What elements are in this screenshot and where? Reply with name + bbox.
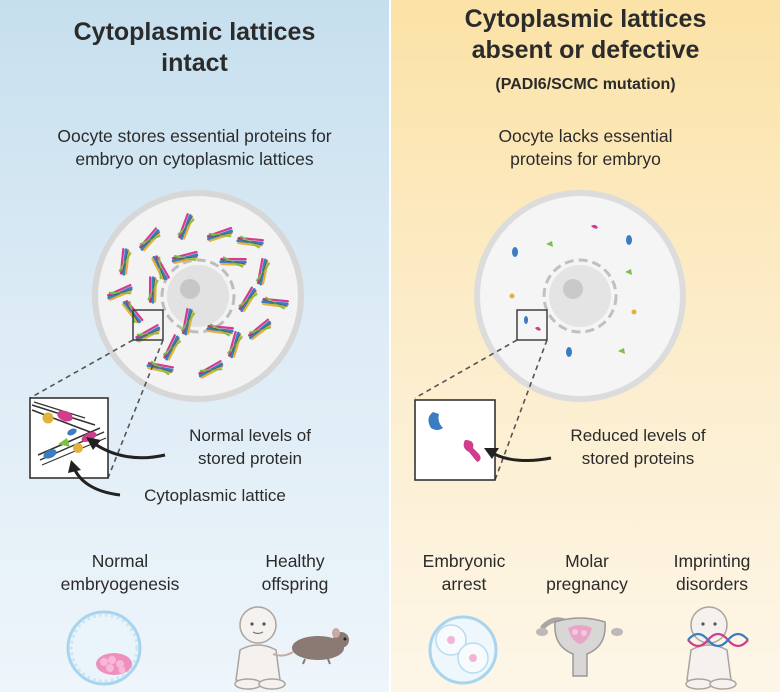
left-title-line1: Cytoplasmic lattices: [73, 18, 316, 46]
left-callout-levels-line2: stored protein: [198, 449, 302, 468]
right-outcome-icons: [428, 606, 749, 690]
outcome-label-line2: disorders: [676, 574, 748, 594]
left-desc-line1: Oocyte stores essential proteins for: [57, 126, 332, 146]
right-callout-levels: Reduced levels of stored proteins: [543, 424, 733, 470]
right-sparse-proteins: [509, 224, 637, 357]
left-description: Oocyte stores essential proteins for emb…: [0, 125, 389, 171]
outcome-healthy-offspring: Healthy offspring: [235, 550, 355, 596]
left-desc-line2: embryo on cytoplasmic lattices: [75, 149, 314, 169]
outcome-label-line1: Molar: [565, 551, 609, 571]
left-outcome-icons: [66, 606, 349, 690]
right-zoom-region: [516, 309, 548, 341]
right-arrow-reduced-protein: [490, 450, 552, 462]
left-title-line2: intact: [161, 49, 228, 77]
left-callout-lattice: Cytoplasmic lattice: [144, 486, 286, 505]
outcome-label-line1: Embryonic: [422, 551, 506, 571]
uterus-icon: [536, 617, 623, 677]
baby-dna-icon: [685, 606, 749, 690]
right-callout-levels-line2: stored proteins: [581, 449, 695, 468]
right-nucleus-envelope: [542, 258, 618, 334]
left-arrow-stored-protein: [91, 440, 166, 460]
left-callout-levels: Normal levels of stored protein: [160, 424, 340, 470]
outcome-label-line1: Imprinting: [673, 551, 751, 571]
outcome-imprinting-disorders: Imprinting disorders: [654, 550, 770, 596]
left-zoom-lattices: [31, 401, 107, 466]
right-desc-line2: proteins for embryo: [510, 149, 661, 169]
left-zoom-region: [132, 309, 164, 341]
outcome-embryonic-arrest: Embryonic arrest: [401, 550, 527, 596]
outcome-label-line2: offspring: [261, 574, 329, 594]
right-zoom-guide-1: [414, 339, 518, 399]
right-zoom-guide-2: [494, 339, 548, 481]
left-nucleolus: [180, 279, 200, 299]
right-subtitle: (PADI6/SCMC mutation): [495, 76, 676, 93]
mouse-icon: [272, 628, 349, 665]
left-callout-levels-line1: Normal levels of: [189, 426, 311, 445]
outcome-normal-embryogenesis: Normal embryogenesis: [55, 550, 185, 596]
outcome-label-line1: Normal: [91, 551, 149, 571]
right-zoom-pink-protein: [463, 440, 481, 462]
left-nucleus-envelope: [160, 258, 236, 334]
left-nucleus: [167, 265, 229, 327]
left-zoom-guide-1: [29, 339, 134, 399]
outcome-label-line2: arrest: [441, 574, 487, 594]
right-desc-line1: Oocyte lacks essential: [498, 126, 673, 146]
left-zoom-guide-2: [107, 339, 164, 479]
right-nucleolus: [563, 279, 583, 299]
right-title: Cytoplasmic lattices absent or defective: [391, 4, 780, 66]
baby-icon: [234, 606, 286, 690]
right-description: Oocyte lacks essential proteins for embr…: [391, 125, 780, 171]
right-zoom-inset: [414, 399, 496, 481]
panel-divider: [389, 0, 391, 692]
outcome-label-line1: Healthy: [265, 551, 325, 571]
right-title-line2: absent or defective: [471, 36, 700, 64]
right-oocyte-diagram: [414, 190, 686, 481]
right-zoom-blue-protein: [428, 412, 443, 430]
outcome-label-line2: pregnancy: [546, 574, 628, 594]
outcome-molar-pregnancy: Molar pregnancy: [528, 550, 646, 596]
right-title-line1: Cytoplasmic lattices: [464, 5, 707, 33]
left-arrow-lattice: [72, 467, 121, 497]
outcome-label-line2: embryogenesis: [60, 574, 180, 594]
left-title: Cytoplasmic lattices intact: [0, 17, 389, 79]
blastocyst-icon: [66, 610, 142, 686]
right-callout-levels-line1: Reduced levels of: [570, 426, 706, 445]
left-oocyte-diagram: [29, 190, 304, 497]
two-cell-embryo-icon: [428, 615, 498, 685]
